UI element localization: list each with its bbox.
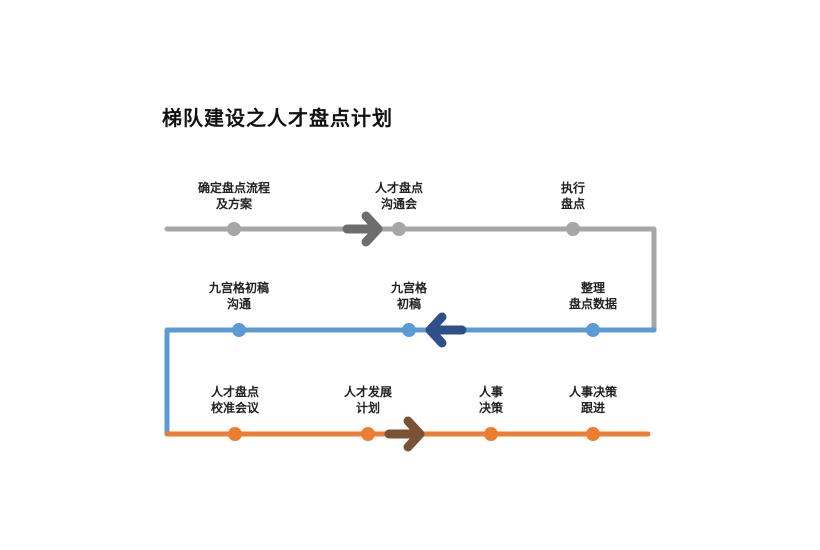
- row3-arrow-right-icon: [384, 416, 425, 452]
- step-node: [228, 427, 242, 441]
- step-node: [586, 323, 600, 337]
- step-label: 人才发展计划: [343, 385, 392, 415]
- page-title: 梯队建设之人才盘点计划: [162, 106, 393, 130]
- step-node: [566, 222, 580, 236]
- step-node: [361, 427, 375, 441]
- step-label: 人才盘点校准会议: [210, 385, 259, 415]
- step-label: 人才盘点沟通会: [374, 181, 423, 211]
- step-label: 九宫格初稿沟通: [208, 281, 269, 311]
- step-node: [392, 222, 406, 236]
- step-node: [402, 323, 416, 337]
- step-label: 整理盘点数据: [568, 281, 617, 311]
- row1-arrow-right-icon: [342, 211, 383, 247]
- step-label: 执行盘点: [560, 181, 585, 211]
- step-node: [232, 323, 246, 337]
- step-label: 确定盘点流程及方案: [197, 181, 270, 211]
- row2-arrow-left-icon: [425, 312, 467, 348]
- step-node: [227, 222, 241, 236]
- step-label: 人事决策跟进: [568, 385, 617, 415]
- row1-line: [164, 226, 657, 333]
- step-label: 九宫格初稿: [390, 281, 427, 311]
- step-node: [484, 427, 498, 441]
- step-node: [586, 427, 600, 441]
- row2-line: [164, 327, 657, 437]
- step-label: 人事决策: [478, 385, 503, 415]
